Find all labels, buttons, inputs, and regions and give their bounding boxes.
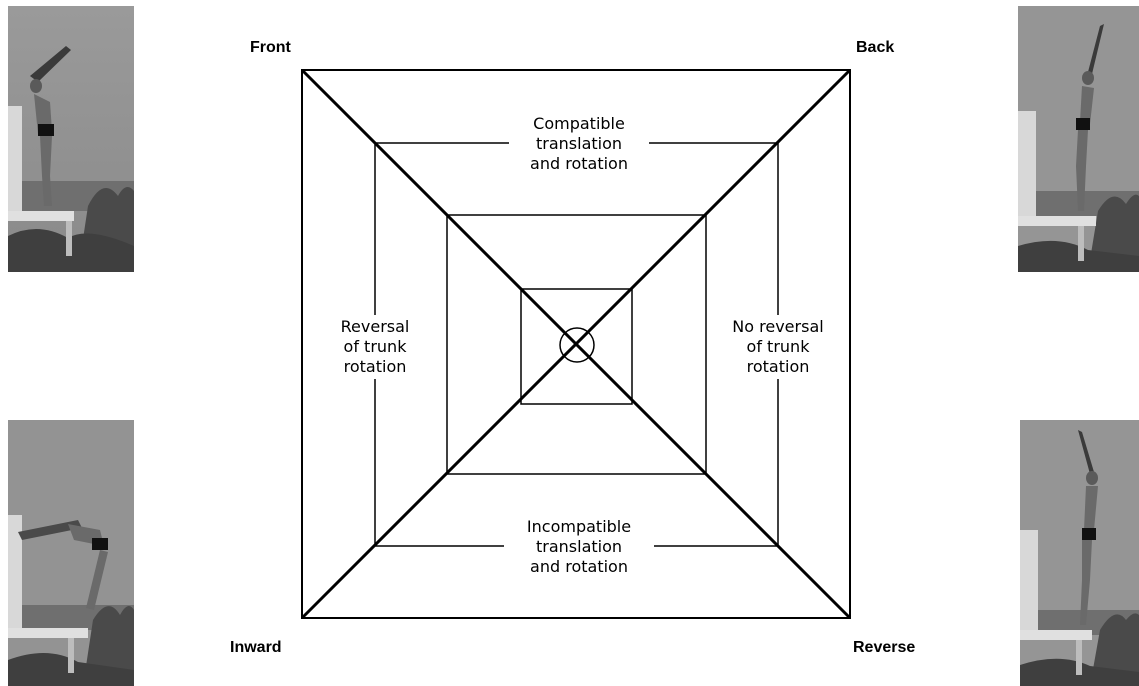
photo-back-dive [1018, 6, 1139, 272]
photo-front-dive [8, 6, 134, 272]
corner-label-front: Front [250, 39, 291, 56]
inner-square [520, 288, 633, 405]
label-incompatible: Incompatible translation and rotation [504, 517, 654, 577]
third-square [446, 214, 707, 475]
corner-label-inward: Inward [230, 639, 282, 656]
label-compatible: Compatible translation and rotation [509, 114, 649, 174]
photo-inward-dive [8, 420, 134, 686]
diagonal-inward-back [300, 68, 852, 620]
photo-reverse-dive [1020, 420, 1139, 686]
corner-label-back: Back [856, 39, 895, 56]
outer-square [301, 69, 851, 619]
corner-label-reverse: Reverse [853, 639, 916, 656]
label-no-reversal: No reversal of trunk rotation [728, 315, 828, 379]
center-circle [559, 327, 595, 363]
label-reversal: Reversal of trunk rotation [332, 315, 418, 379]
